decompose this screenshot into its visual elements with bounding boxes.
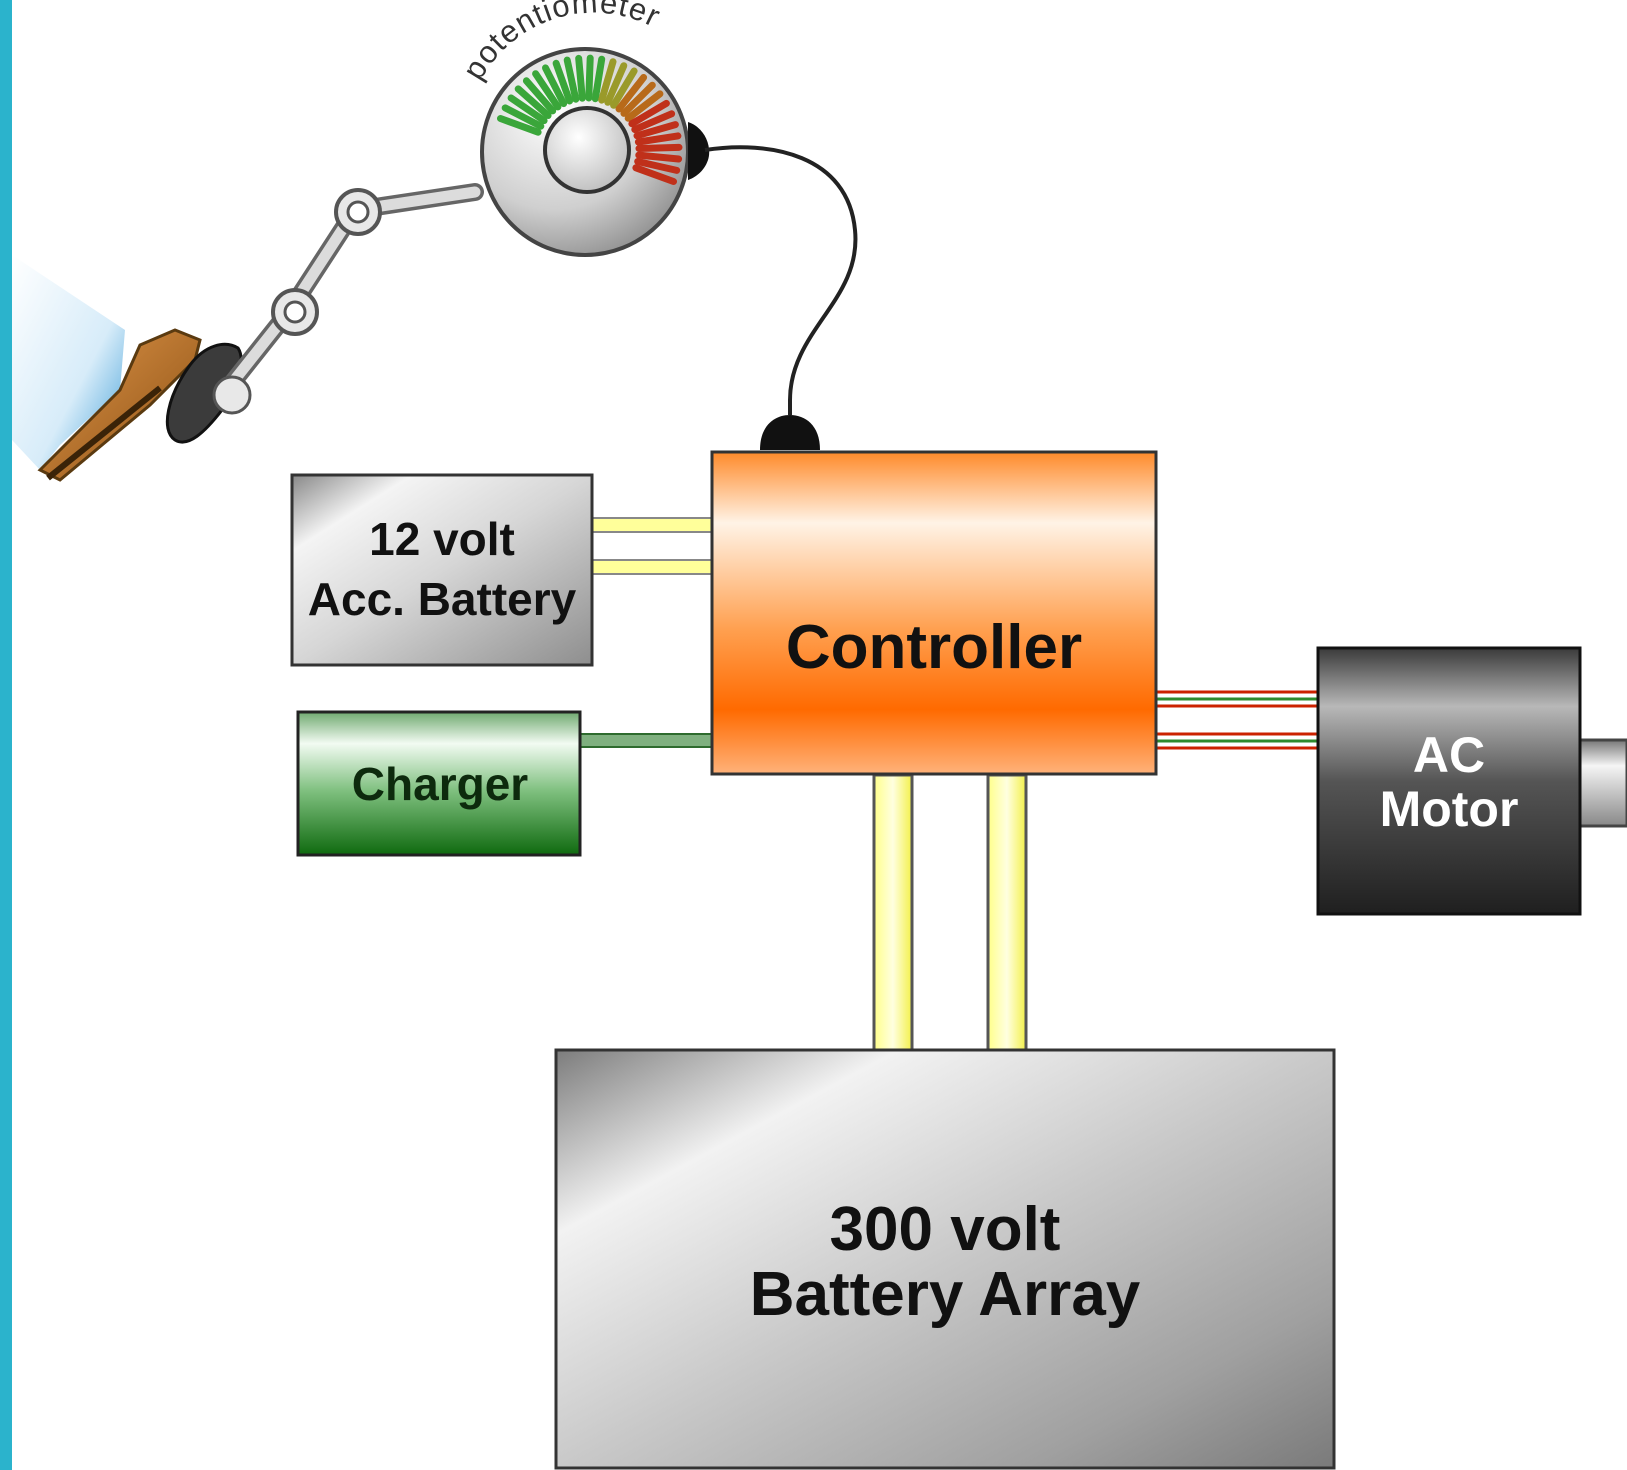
- potentiometer-tick: [522, 77, 557, 115]
- battery-array-label-line2: Battery Array: [750, 1260, 1141, 1329]
- potentiometer-tick: [497, 115, 542, 136]
- potentiometer-tick: [624, 90, 664, 122]
- foot-icon: [12, 255, 202, 482]
- acc-battery-label-line1: 12 volt: [369, 513, 515, 565]
- potentiometer-tick: [575, 54, 586, 102]
- potentiometer-tick: [598, 58, 617, 104]
- potentiometer-tick: [542, 64, 568, 108]
- potentiometer-tick: [532, 70, 562, 111]
- potentiometer-tick: [514, 85, 552, 119]
- controller-block: Controller: [710, 450, 1158, 776]
- potentiometer-scale: [497, 54, 683, 185]
- charger-wire: [579, 733, 713, 748]
- potentiometer-dial-icon: [480, 47, 710, 257]
- potentiometer-tick: [635, 143, 683, 152]
- potentiometer-tick: [610, 67, 638, 109]
- controller-input-connector: [760, 415, 820, 450]
- potentiometer-tick: [628, 99, 670, 128]
- potentiometer-tick: [632, 164, 677, 185]
- potentiometer-tick: [620, 81, 656, 117]
- acc-battery-block: 12 volt Acc. Battery: [290, 473, 594, 667]
- potentiometer-tick: [507, 94, 548, 125]
- potentiometer-tick: [604, 62, 628, 106]
- potentiometer-signal-wire: [704, 145, 858, 415]
- acc-battery-wires: [591, 517, 713, 575]
- controller-label: Controller: [786, 613, 1082, 682]
- potentiometer-tick: [501, 104, 545, 130]
- charger-label: Charger: [352, 758, 528, 810]
- battery-array-cables: [872, 773, 1028, 1052]
- potentiometer-tick: [615, 74, 648, 113]
- potentiometer-tick: [633, 121, 679, 140]
- potentiometer-tick: [634, 132, 682, 146]
- ac-motor-label-line1: AC: [1413, 727, 1485, 783]
- motor-shaft-icon: [1578, 738, 1627, 828]
- potentiometer-tick: [634, 158, 681, 174]
- battery-array-block: 300 volt Battery Array: [554, 1048, 1336, 1470]
- motor-wires: [1154, 690, 1322, 750]
- potentiometer-tick: [631, 110, 676, 133]
- battery-array-label-line1: 300 volt: [830, 1195, 1061, 1264]
- potentiometer-tick: [635, 151, 683, 163]
- potentiometer-tick: [552, 59, 574, 105]
- potentiometer-tick: [585, 54, 594, 102]
- pedal-icon: [165, 342, 243, 444]
- frame-accent-bar: [0, 0, 12, 1470]
- acc-battery-label-line2: Acc. Battery: [308, 573, 577, 625]
- potentiometer-tick: [563, 56, 580, 103]
- linkage-icon: [212, 183, 484, 415]
- potentiometer-tick: [591, 55, 606, 103]
- ac-motor-block: AC Motor: [1316, 646, 1627, 916]
- charger-block: Charger: [296, 710, 582, 857]
- ac-motor-label-line2: Motor: [1380, 781, 1519, 837]
